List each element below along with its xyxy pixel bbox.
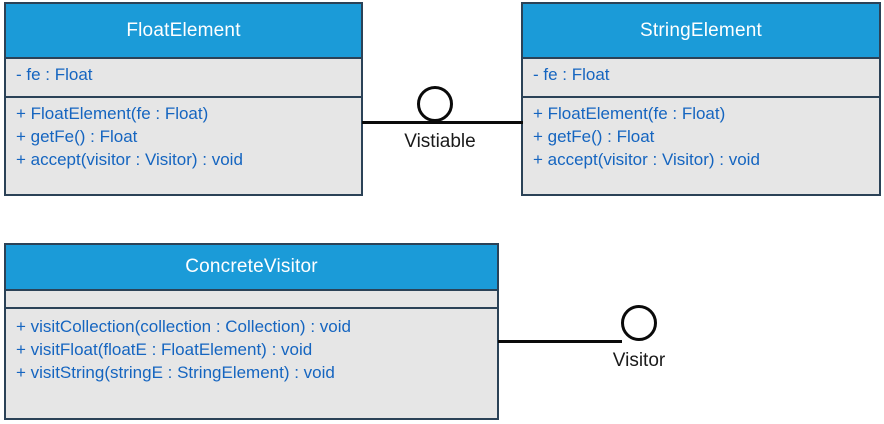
class-title-float-element: FloatElement bbox=[6, 4, 361, 59]
operation-row: + visitCollection(collection : Collectio… bbox=[16, 317, 351, 336]
interface-ball-visitor bbox=[621, 305, 657, 341]
connector-label-visitor: Visitor bbox=[612, 350, 666, 371]
operation-row: + FloatElement(fe : Float) bbox=[16, 104, 209, 123]
operation-row: + accept(visitor : Visitor) : void bbox=[16, 150, 243, 169]
attributes-compartment-string-element: - fe : Float bbox=[523, 59, 879, 98]
attribute-row: - fe : Float bbox=[533, 65, 610, 84]
operations-compartment-float-element: + FloatElement(fe : Float) + getFe() : F… bbox=[6, 98, 361, 176]
operation-row: + FloatElement(fe : Float) bbox=[533, 104, 726, 123]
interface-ball-vistiable bbox=[417, 86, 453, 122]
class-box-string-element[interactable]: StringElement - fe : Float + FloatElemen… bbox=[521, 2, 881, 196]
connector-line-visitor bbox=[498, 340, 622, 343]
class-title-concrete-visitor: ConcreteVisitor bbox=[6, 245, 497, 291]
attributes-compartment-concrete-visitor bbox=[6, 291, 497, 309]
operation-row: + getFe() : Float bbox=[16, 127, 138, 146]
attribute-row: - fe : Float bbox=[16, 65, 93, 84]
operation-row: + accept(visitor : Visitor) : void bbox=[533, 150, 760, 169]
class-title-string-element: StringElement bbox=[523, 4, 879, 59]
operation-row: + getFe() : Float bbox=[533, 127, 655, 146]
operation-row: + visitString(stringE : StringElement) :… bbox=[16, 363, 335, 382]
operations-compartment-string-element: + FloatElement(fe : Float) + getFe() : F… bbox=[523, 98, 879, 176]
connector-label-vistiable: Vistiable bbox=[404, 131, 476, 152]
operations-compartment-concrete-visitor: + visitCollection(collection : Collectio… bbox=[6, 309, 497, 389]
operation-row: + visitFloat(floatE : FloatElement) : vo… bbox=[16, 340, 313, 359]
class-box-concrete-visitor[interactable]: ConcreteVisitor + visitCollection(collec… bbox=[4, 243, 499, 420]
connector-line-vistiable bbox=[362, 121, 523, 124]
class-box-float-element[interactable]: FloatElement - fe : Float + FloatElement… bbox=[4, 2, 363, 196]
attributes-compartment-float-element: - fe : Float bbox=[6, 59, 361, 98]
